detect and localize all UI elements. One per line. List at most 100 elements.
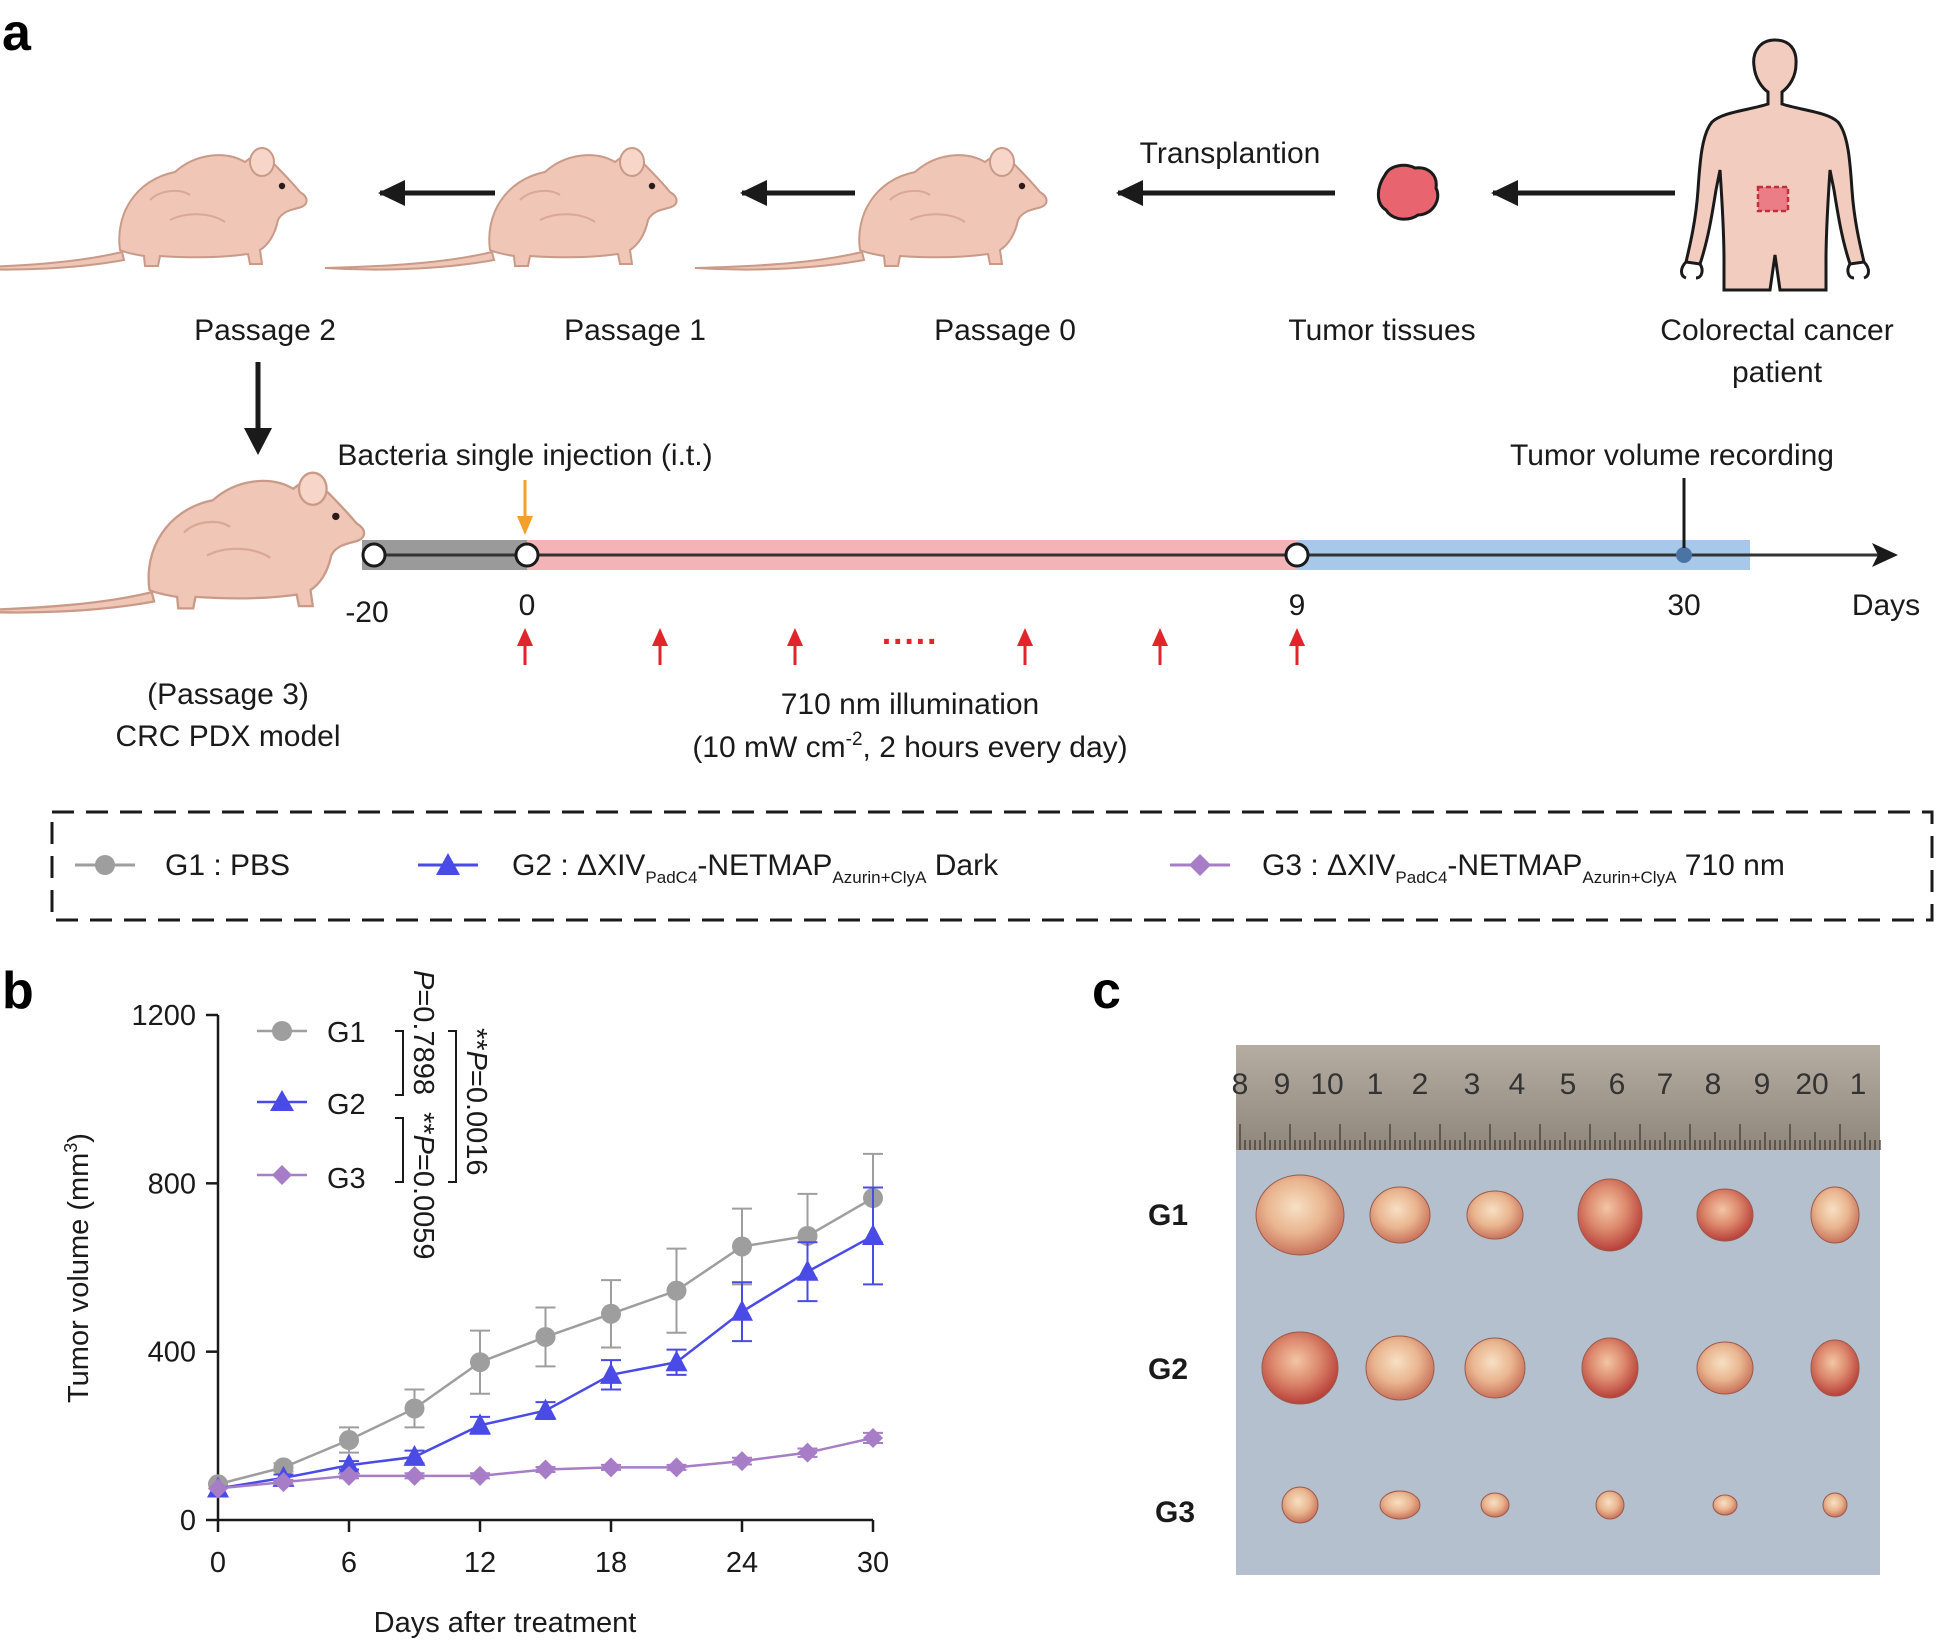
ruler-number: 2 [1412, 1068, 1429, 1101]
data-point [666, 1457, 687, 1478]
legend-g2-label: G2 : ΔXIVPadC4-NETMAPAzurin+ClyA Dark [512, 849, 999, 887]
ruler-number: 9 [1754, 1068, 1771, 1101]
timeline-unit: Days [1852, 589, 1920, 622]
arrow-head-p0-to-p1 [740, 180, 767, 206]
x-axis-label: Days after treatment [374, 1607, 637, 1639]
panel-label-c: c [1092, 962, 1121, 1020]
panel-label-b: b [2, 962, 34, 1020]
pvalue-g1-g3-stars: ** [460, 1028, 492, 1051]
recording-label: Tumor volume recording [1510, 439, 1834, 472]
data-point [731, 1299, 753, 1321]
data-point [665, 1350, 688, 1372]
photo-row-label-g1: G1 [1148, 1199, 1188, 1232]
tumor-specimen [1810, 1186, 1860, 1244]
chart-legend-g2-label: G2 [327, 1089, 366, 1121]
data-point [470, 1352, 490, 1373]
ruler-ticks [1239, 1124, 1881, 1150]
legend-g2-sub1: PadC4 [645, 868, 697, 887]
y-axis-label: Tumor volume (mm3) [61, 1133, 95, 1403]
pvalue-g2-g3-text: =0.0059 [407, 1154, 439, 1260]
data-point [797, 1225, 818, 1246]
legend-g3-prefix: G3 : ΔXIV [1262, 849, 1395, 882]
pvalue-g1-g3-p: P [460, 1051, 492, 1071]
data-point [208, 1478, 228, 1499]
legend-g2-prefix: G2 : ΔXIV [512, 849, 645, 882]
tumor-specimen [1261, 1331, 1339, 1405]
panel-label-a: a [2, 4, 32, 62]
data-point [469, 1413, 491, 1435]
timeline-node-9 [1284, 542, 1310, 568]
data-point [601, 1457, 621, 1478]
bracket-g1-g3 [448, 1030, 457, 1183]
pdx-label-line1: (Passage 3) [147, 678, 309, 711]
tumors [1255, 1174, 1860, 1524]
data-point [470, 1465, 490, 1486]
tumor-specimen [1365, 1335, 1435, 1401]
chart-legend-g1-marker [272, 1021, 292, 1041]
tumor-specimen [1369, 1186, 1431, 1244]
arrow-head-p1-to-p2 [378, 180, 405, 206]
passage-1-label: Passage 1 [564, 314, 706, 347]
tumor-specimen [1464, 1337, 1526, 1399]
tumor-specimen [1577, 1178, 1643, 1252]
ruler-number: 1 [1850, 1068, 1867, 1101]
pvalue-g2-g3-p: P [407, 1135, 439, 1155]
pvalue-g1-g3-text: =0.0016 [460, 1070, 492, 1176]
injection-label: Bacteria single injection (i.t.) [337, 439, 712, 472]
tumor-specimen [1480, 1492, 1510, 1518]
tumor-tissue-icon [1376, 163, 1440, 221]
data-point [403, 1444, 426, 1466]
y-axis-label-end: ) [63, 1133, 95, 1143]
illumination-line2-a: (10 mW cm [692, 731, 845, 764]
pvalue-g2-g3-stars: ** [407, 1112, 439, 1135]
ruler-number: 20 [1795, 1068, 1828, 1101]
tumor-specimen [1281, 1486, 1319, 1524]
tumor-tissues-label: Tumor tissues [1288, 314, 1475, 347]
pvalue-g2-g3: **P=0.0059 [407, 1112, 439, 1260]
ruler-number: 10 [1310, 1068, 1343, 1101]
ruler-number: 8 [1705, 1068, 1722, 1101]
legend-g2-marker [436, 853, 460, 875]
photo-row-label-g3: G3 [1155, 1496, 1195, 1529]
data-point [601, 1303, 621, 1324]
legend-box [50, 810, 1934, 922]
tumor-specimen [1696, 1188, 1754, 1242]
ruler-number: 9 [1274, 1068, 1291, 1101]
tumor-specimen [1696, 1341, 1754, 1395]
ruler-number: 7 [1657, 1068, 1674, 1101]
x-tick-label: 0 [210, 1547, 226, 1579]
data-point [339, 1465, 359, 1486]
passage-2-label: Passage 2 [194, 314, 336, 347]
pvalue-g1-g2-p: P [407, 970, 439, 990]
arrow-head-patient-to-tumor [1491, 180, 1518, 206]
timeline-tick-30: 30 [1667, 589, 1700, 622]
legend-g3-marker [1189, 854, 1211, 876]
illumination-ellipsis: ····· [882, 623, 939, 661]
patient-label-line1: Colorectal cancer [1660, 314, 1893, 347]
tumor-specimen [1810, 1339, 1860, 1397]
illumination-line2: (10 mW cm-2, 2 hours every day) [692, 729, 1127, 764]
patient-body-icon [1680, 38, 1870, 292]
legend-g3-sub1: PadC4 [1395, 868, 1447, 887]
bracket-g2-g3 [395, 1117, 404, 1183]
legend-g2-sub2: Azurin+ClyA [832, 868, 927, 887]
arrow-head-tumor-to-p0 [1116, 180, 1143, 206]
chart-legend-g3-label: G3 [327, 1163, 366, 1195]
bracket-g1-g2 [395, 1030, 404, 1096]
legend-g1-label: G1 : PBS [165, 849, 290, 882]
timeline-node-minus20 [361, 542, 387, 568]
pvalue-g1-g2: P=0.7898 [407, 970, 439, 1095]
data-point [666, 1280, 687, 1301]
tumor-specimen [1822, 1492, 1848, 1518]
y-axis-label-sup: 3 [61, 1143, 81, 1153]
arrow-head-p2-to-pdx [244, 428, 272, 455]
chart-legend-g2-marker [270, 1090, 294, 1111]
transplant-label: Transplantion [1140, 137, 1321, 170]
y-tick-label: 400 [148, 1337, 196, 1369]
data-point [404, 1465, 425, 1486]
tumor-specimen [1595, 1490, 1625, 1520]
